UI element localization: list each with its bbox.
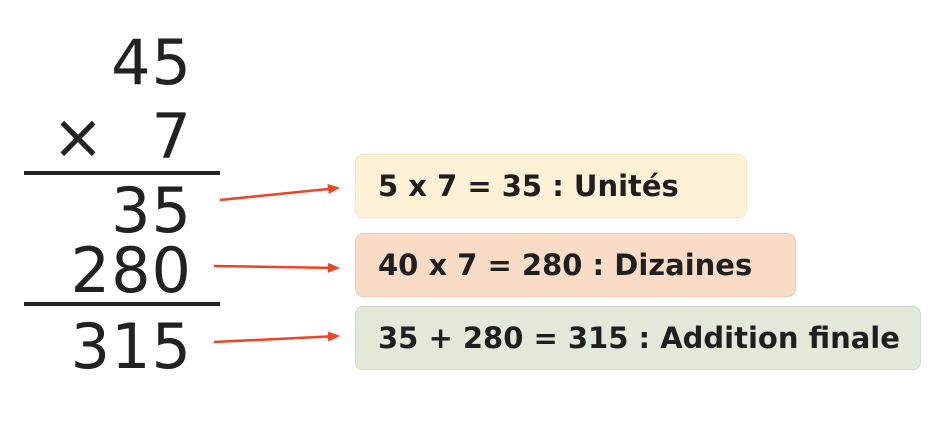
partial-product-tens: 280 (70, 234, 192, 307)
multiplication-sign: × (52, 100, 105, 173)
explanation-tens-text: 40 x 7 = 280 : Dizaines (378, 248, 753, 282)
arrow-tens (213, 262, 340, 273)
arrow-final (213, 331, 340, 344)
explanation-final: 35 + 280 = 315 : Addition finale (355, 306, 921, 370)
multiplicand: 45 (111, 26, 192, 99)
explanation-tens: 40 x 7 = 280 : Dizaines (355, 233, 796, 297)
explanation-units: 5 x 7 = 35 : Unités (355, 154, 747, 218)
explanation-final-text: 35 + 280 = 315 : Addition finale (378, 321, 900, 355)
arrow-units (219, 184, 340, 202)
sum-line (24, 302, 220, 306)
final-result: 315 (70, 310, 192, 383)
product-line-top (24, 171, 220, 175)
multiplier: 7 (151, 100, 192, 173)
partial-product-units: 35 (111, 174, 192, 247)
explanation-units-text: 5 x 7 = 35 : Unités (378, 169, 679, 203)
